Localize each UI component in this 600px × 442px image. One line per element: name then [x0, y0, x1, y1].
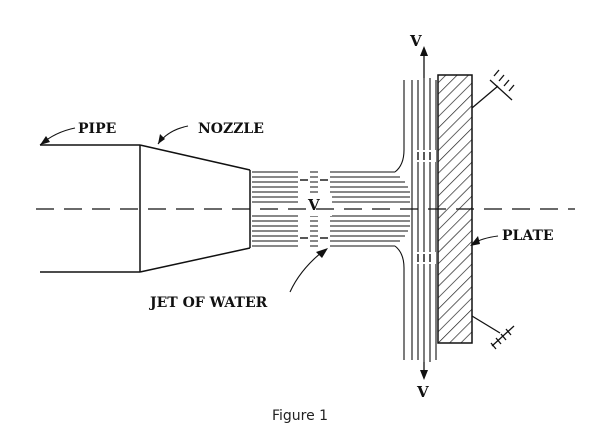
- velocity-arrow-up: [420, 46, 428, 78]
- label-velocity-top: V: [409, 32, 422, 50]
- label-plate: PLATE: [502, 228, 554, 244]
- pipe: [40, 144, 141, 273]
- figure-caption: Figure 1: [271, 408, 329, 424]
- plate-support-top: [471, 69, 515, 109]
- diagram-canvas: PIPE NOZZLE JET OF WATER PLATE V V V: [36, 32, 575, 401]
- deflected-flow: [394, 78, 437, 362]
- plate: [437, 74, 473, 344]
- plate-support-bottom: [471, 315, 515, 350]
- label-velocity-bottom: V: [416, 383, 429, 400]
- leader-lines: [39, 125, 499, 293]
- label-velocity-jet: V: [307, 196, 320, 214]
- label-jet-of-water: JET OF WATER: [148, 295, 268, 311]
- label-pipe: PIPE: [78, 121, 116, 137]
- velocity-arrow-down: [420, 362, 428, 380]
- label-nozzle: NOZZLE: [198, 121, 264, 137]
